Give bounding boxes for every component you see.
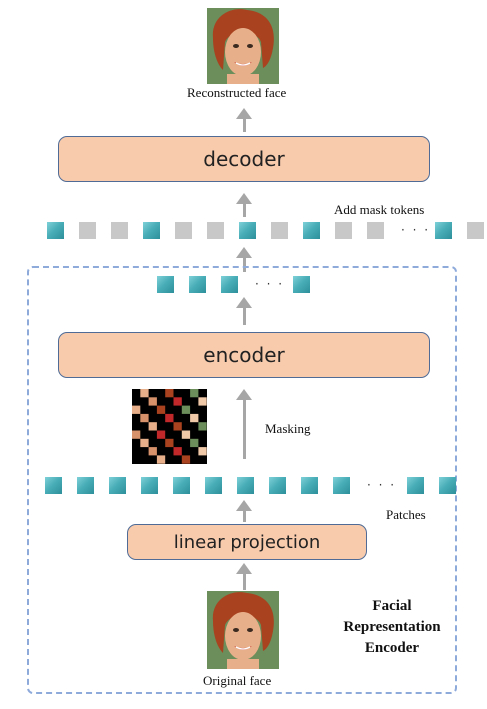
token-ellipsis: · · · bbox=[367, 478, 397, 492]
face-portrait-icon bbox=[207, 8, 279, 84]
patches-caption: Patches bbox=[386, 507, 426, 522]
visible-token bbox=[303, 222, 320, 239]
mask-token bbox=[271, 222, 288, 239]
masking-caption: Masking bbox=[265, 421, 311, 436]
arrow-up-from-projection bbox=[234, 500, 254, 522]
arrow-up-to-output bbox=[234, 108, 254, 132]
visible-token bbox=[45, 477, 62, 494]
visible-token bbox=[77, 477, 94, 494]
mask-token bbox=[175, 222, 192, 239]
masked-patch-grid-icon bbox=[132, 389, 207, 464]
visible-token bbox=[205, 477, 222, 494]
face-portrait-icon bbox=[207, 591, 279, 669]
visible-token bbox=[301, 477, 318, 494]
arrow-up-from-encoder bbox=[234, 297, 254, 325]
reconstructed-face-caption: Reconstructed face bbox=[187, 85, 287, 100]
decoder-block: decoder bbox=[58, 136, 430, 182]
mask-token bbox=[467, 222, 484, 239]
visible-token bbox=[221, 276, 238, 293]
facial-representation-encoder-group bbox=[27, 266, 457, 694]
visible-token bbox=[269, 477, 286, 494]
visible-token bbox=[239, 222, 256, 239]
visible-token bbox=[435, 222, 452, 239]
visible-token bbox=[189, 276, 206, 293]
visible-token bbox=[157, 276, 174, 293]
visible-token bbox=[173, 477, 190, 494]
visible-token bbox=[143, 222, 160, 239]
visible-token bbox=[47, 222, 64, 239]
encoder-block: encoder bbox=[58, 332, 430, 378]
masked-face-image bbox=[132, 389, 207, 464]
mask-token bbox=[111, 222, 128, 239]
mask-token bbox=[79, 222, 96, 239]
reconstructed-face-image bbox=[207, 8, 279, 84]
mask-token bbox=[367, 222, 384, 239]
mask-token bbox=[335, 222, 352, 239]
visible-token bbox=[333, 477, 350, 494]
original-face-caption: Original face bbox=[203, 673, 272, 688]
linear-projection-block: linear projection bbox=[127, 524, 367, 560]
visible-token bbox=[109, 477, 126, 494]
visible-token bbox=[237, 477, 254, 494]
original-face-image bbox=[207, 591, 279, 669]
token-ellipsis: · · · bbox=[255, 277, 285, 291]
arrow-up-to-token-row bbox=[234, 247, 254, 272]
arrow-up-masking bbox=[234, 389, 254, 459]
visible-token bbox=[407, 477, 424, 494]
token-ellipsis: · · · bbox=[401, 223, 431, 237]
visible-token bbox=[293, 276, 310, 293]
facial-representation-encoder-label: Facial Representation Encoder bbox=[343, 598, 441, 656]
add-mask-tokens-caption: Add mask tokens bbox=[334, 202, 425, 217]
visible-token bbox=[439, 477, 456, 494]
arrow-up-to-projection bbox=[234, 563, 254, 590]
visible-token bbox=[141, 477, 158, 494]
arrow-up-to-decoder bbox=[234, 193, 254, 217]
mask-token bbox=[207, 222, 224, 239]
